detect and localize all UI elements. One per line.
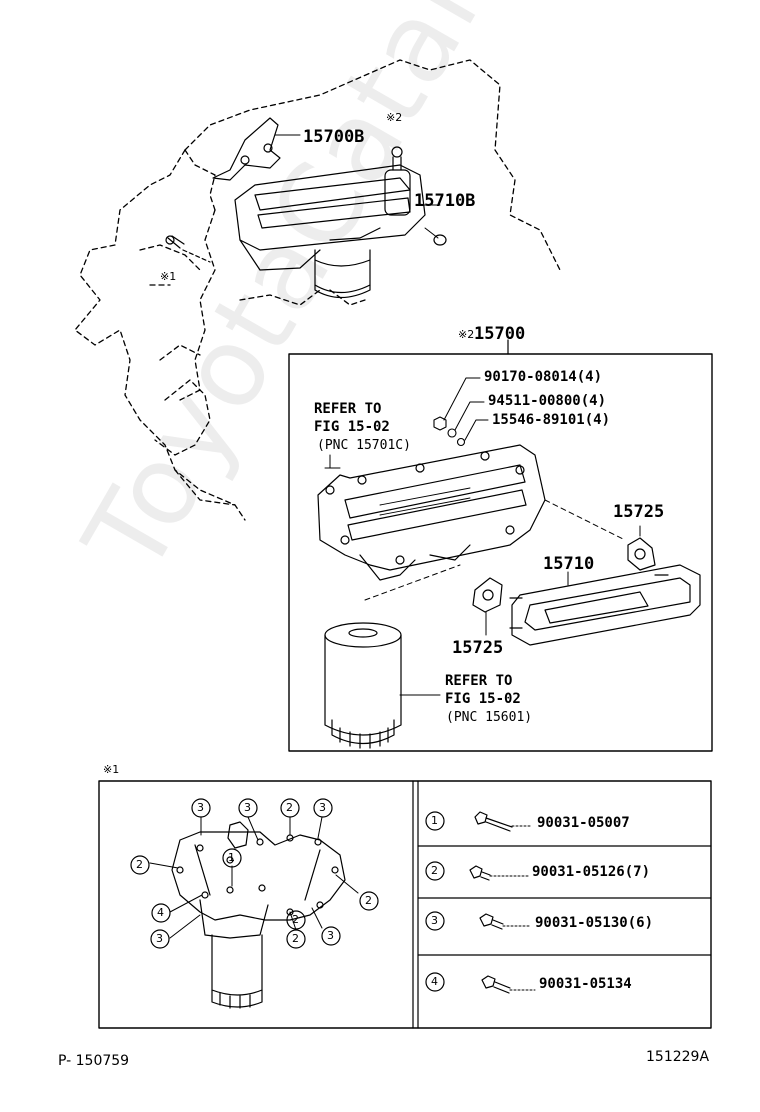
engine-outline — [74, 59, 561, 521]
callout-number: 4 — [157, 906, 164, 919]
detail-mark-2: ※2 — [458, 328, 475, 341]
mark-2: ※2 — [386, 111, 403, 124]
callout-number: 2 — [136, 858, 143, 871]
label-15700b[interactable]: 15700B — [303, 127, 365, 147]
callout-leaders — [149, 816, 359, 939]
refer-line-1: REFER TO — [314, 401, 382, 417]
part-number-90170[interactable]: 90170-08014(4) — [484, 369, 603, 385]
bolt-part-90031-05134[interactable]: 90031-05134 — [539, 976, 632, 992]
callout-number: 3 — [197, 801, 204, 814]
callout-number: 1 — [228, 851, 235, 864]
refer-line-3: (PNC 15701C) — [317, 438, 411, 453]
row-callout-1: 1 — [431, 814, 438, 827]
label-15700[interactable]: 15700 — [474, 324, 526, 344]
callout-number: 3 — [156, 932, 163, 945]
fasteners — [433, 416, 466, 447]
bolt-part-90031-05007[interactable]: 90031-05007 — [537, 815, 630, 831]
callout-number: 2 — [292, 913, 299, 926]
figure-id: 151229A — [646, 1049, 710, 1065]
oil-cooler-engine — [165, 117, 447, 299]
part-number-94511[interactable]: 94511-00800(4) — [488, 393, 607, 409]
refer2-line-2[interactable]: FIG 15-02 — [445, 691, 521, 707]
row-callout-4: 4 — [431, 975, 438, 988]
refer2-line-1: REFER TO — [445, 673, 513, 689]
bolt-section-mark: ※1 — [103, 763, 120, 776]
page-code: P- 150759 — [58, 1053, 130, 1069]
bolt-icons — [469, 811, 513, 994]
row-callout-2: 2 — [431, 864, 438, 877]
cooler-element — [509, 564, 701, 646]
gasket-bottom — [472, 577, 503, 613]
label-15710[interactable]: 15710 — [543, 554, 595, 574]
label-15725-bottom[interactable]: 15725 — [452, 638, 504, 658]
bolt-section-frame — [98, 780, 712, 1029]
refer2-line-3: (PNC 15601) — [446, 710, 533, 725]
cooler-housing — [317, 444, 546, 581]
cooler-front-view — [171, 821, 346, 1009]
gasket-right — [627, 537, 656, 571]
detail-box-frame — [288, 353, 713, 752]
callout-number: 3 — [327, 929, 334, 942]
bolt-part-90031-05130[interactable]: 90031-05130(6) — [535, 915, 654, 931]
callout-number: 3 — [319, 801, 326, 814]
row-callout-3: 3 — [431, 914, 438, 927]
oil-filter — [324, 622, 402, 749]
part-number-15546[interactable]: 15546-89101(4) — [492, 412, 611, 428]
mark-1: ※1 — [160, 270, 177, 283]
label-15710b[interactable]: 15710B — [414, 191, 476, 211]
refer-line-2[interactable]: FIG 15-02 — [314, 419, 390, 435]
callout-number: 2 — [286, 801, 293, 814]
callout-number: 2 — [365, 894, 372, 907]
label-15725-right[interactable]: 15725 — [613, 502, 665, 522]
callout-circles — [130, 798, 445, 992]
bolt-part-90031-05126[interactable]: 90031-05126(7) — [532, 864, 651, 880]
callout-number: 3 — [244, 801, 251, 814]
callout-number: 2 — [292, 932, 299, 945]
